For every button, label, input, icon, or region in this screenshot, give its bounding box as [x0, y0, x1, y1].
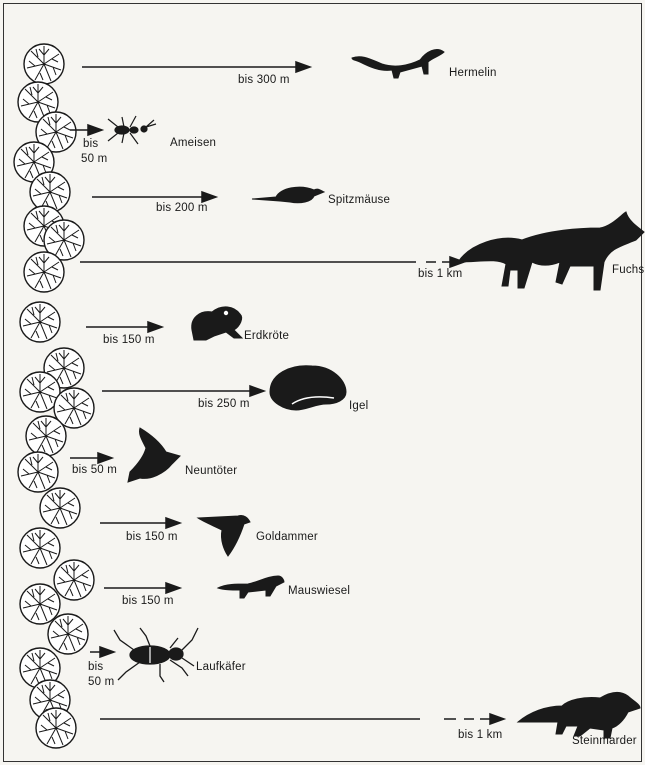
animal-label-mauswiesel: Mauswiesel [288, 584, 350, 598]
arrow-neuntoeter [70, 453, 112, 463]
distance-label-mauswiesel: bis 150 m [122, 594, 174, 608]
distance-label-steinmarder: bis 1 km [458, 728, 502, 742]
animal-label-igel: Igel [349, 399, 368, 413]
distance-label-goldammer: bis 150 m [126, 530, 178, 544]
shrew-icon [252, 187, 324, 203]
distance-label-fuchs: bis 1 km [418, 267, 462, 281]
toad-icon [192, 307, 242, 340]
fox-icon [458, 212, 644, 290]
distance-label-laufkaefer-line2: 50 m [88, 675, 114, 689]
hedgehog-icon [270, 366, 346, 410]
arrow-laufkaefer [90, 647, 114, 657]
arrow-hermelin [82, 62, 310, 72]
animal-label-steinmarder: Steinmarder [572, 734, 637, 748]
ant-icon [108, 116, 156, 144]
animal-label-goldammer: Goldammer [256, 530, 318, 544]
animal-label-fuchs: Fuchs [612, 263, 644, 277]
distance-label-spitzmaeuse: bis 200 m [156, 201, 208, 215]
arrow-igel [102, 386, 264, 396]
yellowhammer-icon [198, 515, 250, 556]
weasel-icon [218, 576, 284, 598]
arrow-mauswiesel [104, 583, 180, 593]
arrow-goldammer [100, 518, 180, 528]
distance-label-neuntoeter: bis 50 m [72, 463, 117, 477]
animal-label-erdkroete: Erdkröte [244, 329, 289, 343]
animal-label-laufkaefer: Laufkäfer [196, 660, 246, 674]
arrow-steinmarder [100, 714, 504, 724]
arrow-fuchs [80, 257, 464, 267]
animal-label-spitzmaeuse: Spitzmäuse [328, 193, 390, 207]
distance-label-laufkaefer-line1: bis [88, 660, 103, 674]
shrike-icon [128, 428, 180, 482]
animal-label-ameisen: Ameisen [170, 136, 216, 150]
animal-label-neuntoeter: Neuntöter [185, 464, 237, 478]
animal-label-hermelin: Hermelin [449, 66, 497, 80]
distance-label-erdkroete: bis 150 m [103, 333, 155, 347]
hedge-shrubs [14, 44, 94, 748]
arrow-erdkroete [86, 322, 162, 332]
distance-label-ameisen-line1: bis [83, 137, 98, 151]
distance-label-hermelin: bis 300 m [238, 73, 290, 87]
stone-marten-icon [518, 692, 640, 738]
ermine-icon [352, 50, 444, 78]
distance-label-ameisen-line2: 50 m [81, 152, 107, 166]
ground-beetle-icon [114, 628, 198, 682]
distance-label-igel: bis 250 m [198, 397, 250, 411]
